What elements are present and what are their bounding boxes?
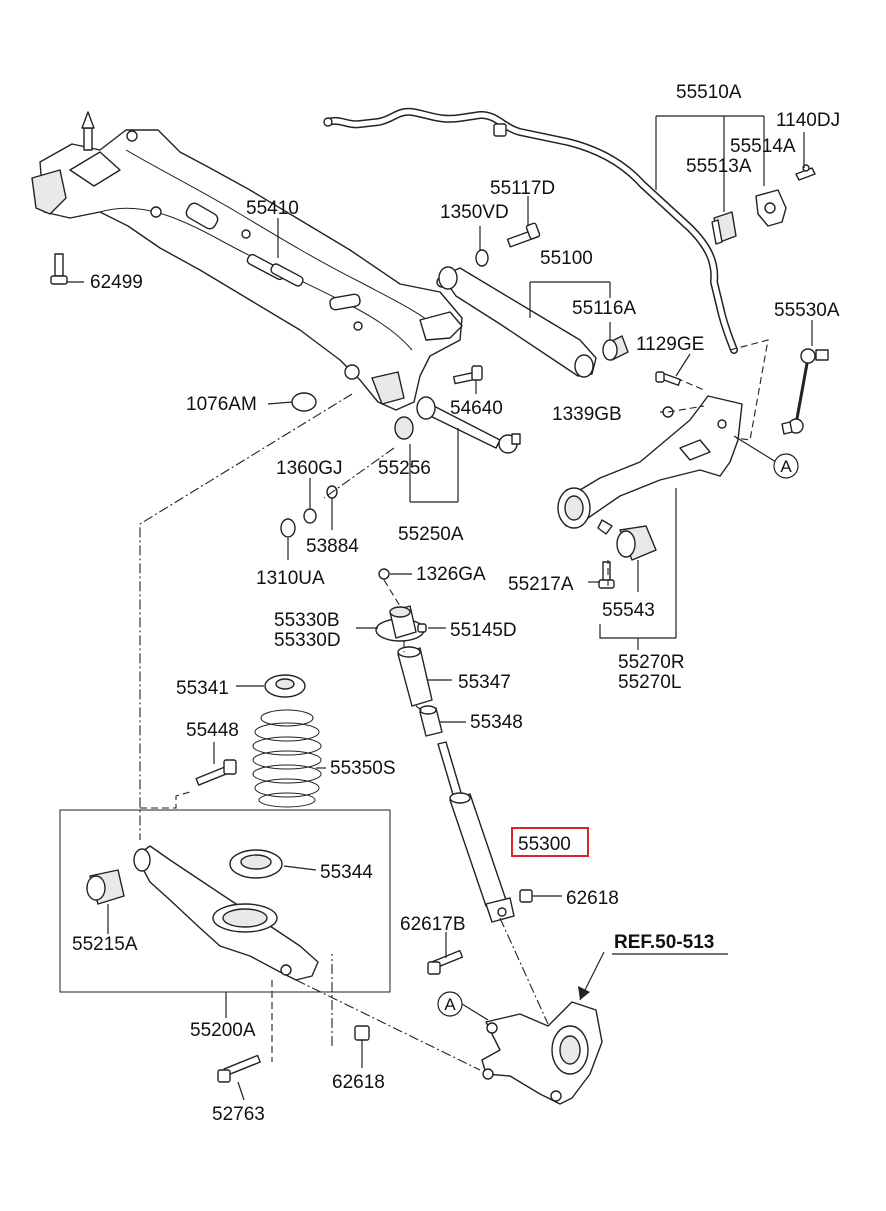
label-1129ge[interactable]: 1129GE [636,334,704,355]
label-55145d[interactable]: 55145D [450,620,517,641]
label-1360gj[interactable]: 1360GJ [276,458,343,479]
label-55350s[interactable]: 55350S [330,758,396,779]
label-55330b[interactable]: 55330B [274,610,340,631]
label-55510a[interactable]: 55510A [676,82,742,103]
label-ref-50-513[interactable]: REF.50-513 [614,932,714,953]
spring-seat-55344-drawing [229,849,283,879]
label-55514a[interactable]: 55514A [730,136,796,157]
nut-1310ua-drawing [280,518,296,538]
bolt-52763-drawing [217,1054,261,1083]
crossmember-55410-drawing [31,111,463,411]
label-52763[interactable]: 52763 [212,1104,265,1125]
reference-marker-a-lower: A [437,991,463,1017]
bump-stopper-55348-drawing [419,705,443,737]
bolt-54640-drawing [452,365,483,385]
bushing-55256-drawing [394,416,414,440]
plug-1076am-drawing [291,392,317,412]
label-55341[interactable]: 55341 [176,678,229,699]
label-55117d[interactable]: 55117D [490,178,555,199]
label-55215a[interactable]: 55215A [72,934,138,955]
label-54640[interactable]: 54640 [450,398,503,419]
dust-cover-55347-drawing [397,646,433,707]
shock-absorber-55300-drawing [437,741,515,923]
label-55530a[interactable]: 55530A [774,300,840,321]
label-55543[interactable]: 55543 [602,600,655,621]
label-55250a[interactable]: 55250A [398,524,464,545]
label-55347[interactable]: 55347 [458,672,511,693]
mount-55330b-drawing [375,605,425,642]
bushing-55543-drawing [597,519,657,561]
label-1326ga[interactable]: 1326GA [416,564,486,585]
label-55344[interactable]: 55344 [320,862,373,883]
bolt-62499-drawing [50,253,68,285]
bracket-55514a-drawing [755,164,816,227]
label-55330d[interactable]: 55330D [274,630,341,651]
nut-1326ga-drawing [378,568,390,580]
washer-1350vd-drawing [475,249,489,267]
stabilizer-link-55530a-drawing [781,348,829,435]
label-55116a[interactable]: 55116A [572,298,636,319]
label-55448[interactable]: 55448 [186,720,239,741]
label-1350vd[interactable]: 1350VD [440,202,509,223]
alignment-dashed-lines [139,339,769,1071]
lower-arm-55200a-drawing [133,845,319,981]
spring-pad-55341-drawing [264,674,306,698]
marker-a-upper-label: A [780,457,792,476]
reference-marker-a-upper: A [773,453,799,479]
label-1339gb[interactable]: 1339GB [552,404,622,425]
label-62618-upper[interactable]: 62618 [566,888,619,909]
label-1310ua[interactable]: 1310UA [256,568,325,589]
highlight-box-55300 [511,827,589,857]
label-62499[interactable]: 62499 [90,272,143,293]
leader-lines [66,115,813,1101]
bolt-55448-drawing [195,759,237,786]
label-55348[interactable]: 55348 [470,712,523,733]
bolt-55217a-drawing [598,561,615,589]
knuckle-ref-50-513-drawing [481,1001,603,1105]
label-55270r[interactable]: 55270R [618,652,685,673]
label-53884[interactable]: 53884 [306,536,359,557]
label-55217a[interactable]: 55217A [508,574,574,595]
part-labels: 55510A 1140DJ 55514A 55513A 55117D 1350V… [72,82,840,1125]
lower-arm-detail-box [59,809,391,993]
nut-62618-upper-drawing [519,889,533,903]
coil-spring-55350s-drawing [252,709,322,808]
label-55513a[interactable]: 55513A [686,156,752,177]
marker-a-lower-label: A [444,995,456,1014]
label-1140dj[interactable]: 1140DJ [776,110,840,131]
bushing-55513a-drawing [711,211,737,245]
bolt-62617b-drawing [427,949,464,975]
nut-62618-lower-drawing [354,1025,370,1041]
label-62617b[interactable]: 62617B [400,914,466,935]
trailing-arm-55100-drawing [438,266,597,378]
bolt-55145d-drawing [417,623,427,633]
label-62618-lower[interactable]: 62618 [332,1072,385,1093]
label-55270l[interactable]: 55270L [618,672,681,693]
nut-1360gj-drawing [303,508,317,524]
label-55256[interactable]: 55256 [378,458,431,479]
bolt-55117d-drawing [506,222,541,248]
label-55410[interactable]: 55410 [246,198,299,219]
label-55300[interactable]: 55300 [518,834,571,855]
upper-arm-55270-drawing [557,395,743,529]
label-55100[interactable]: 55100 [540,248,593,269]
label-1076am[interactable]: 1076AM [186,394,257,415]
bushing-55116a-drawing [602,335,629,361]
assist-link-55250a-drawing [416,396,521,454]
bolt-1129ge-drawing [655,371,682,386]
label-55200a[interactable]: 55200A [190,1020,256,1041]
stabilizer-bar-drawing [323,107,738,354]
bushing-55215a-drawing [86,869,125,905]
